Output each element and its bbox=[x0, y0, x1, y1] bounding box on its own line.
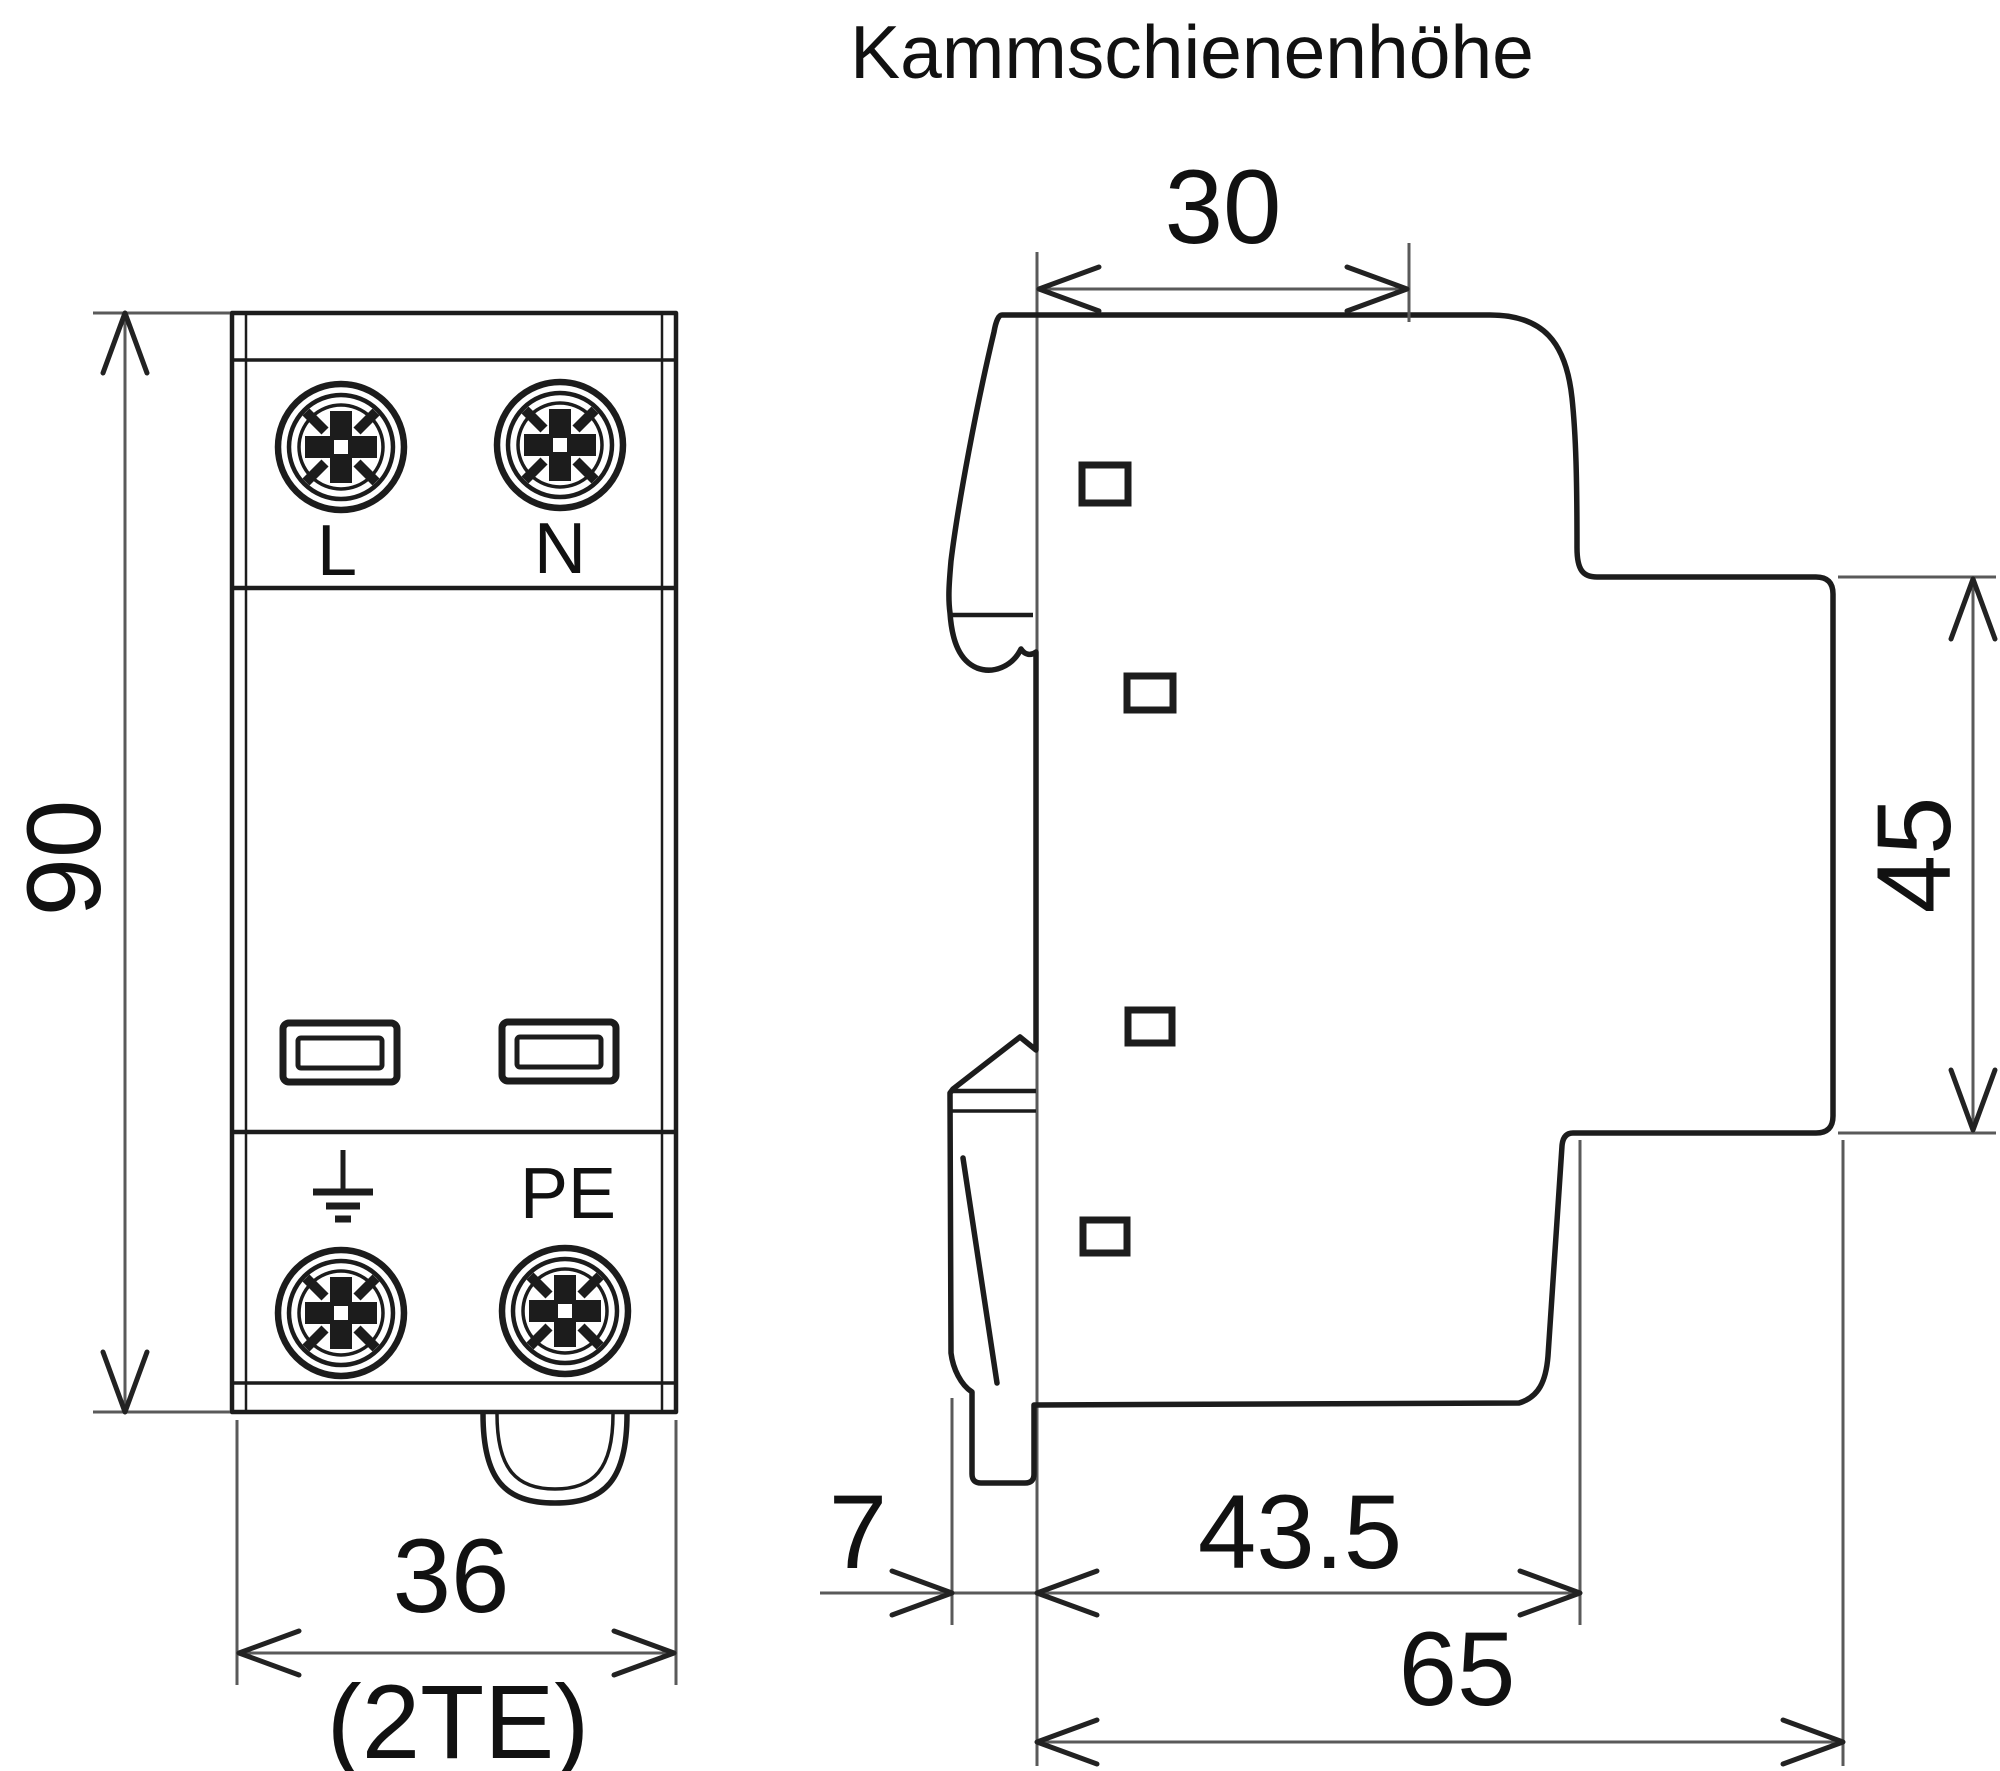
terminal-n-label: N bbox=[534, 509, 586, 589]
front-view: L N PE bbox=[229, 310, 679, 1506]
dimension-30: Kammschienenhöhe 30 bbox=[850, 10, 1534, 322]
front-body-outline bbox=[229, 310, 679, 1415]
side-hole bbox=[1078, 461, 1132, 507]
dim-45-label: 45 bbox=[1856, 797, 1973, 914]
dimension-7-and-43-5: 7 43.5 bbox=[820, 1140, 1583, 1625]
dimension-45: 45 bbox=[1838, 575, 1998, 1135]
earth-ground-icon bbox=[313, 1150, 373, 1223]
dim-43-5-label: 43.5 bbox=[1198, 1474, 1402, 1591]
terminal-l-label: L bbox=[317, 511, 357, 591]
din-clip-spring-edge bbox=[960, 1155, 1000, 1386]
dimensions: 90 36 (2TE) Kammschienenhöhe 30 bbox=[6, 10, 1998, 1771]
front-slot bbox=[283, 1023, 397, 1082]
dimension-65: 65 bbox=[1034, 1140, 1846, 1767]
side-hole bbox=[1079, 1216, 1131, 1257]
dim-90-label: 90 bbox=[6, 800, 123, 917]
front-slot bbox=[502, 1022, 616, 1081]
dim-65-label: 65 bbox=[1399, 1611, 1516, 1728]
dimension-36: 36 (2TE) bbox=[235, 1420, 678, 1771]
kammschienenhoehe-label: Kammschienenhöhe bbox=[850, 10, 1534, 94]
dim-36-label: 36 bbox=[393, 1518, 510, 1635]
dim-7-label: 7 bbox=[829, 1474, 887, 1591]
mounting-hook bbox=[480, 1411, 630, 1506]
side-hole bbox=[1123, 672, 1177, 714]
side-body-outline bbox=[946, 312, 1836, 1486]
dimension-90: 90 bbox=[6, 310, 230, 1415]
side-hole bbox=[1124, 1006, 1176, 1047]
terminal-pe-label: PE bbox=[520, 1154, 616, 1234]
module-width-label: (2TE) bbox=[327, 1664, 590, 1771]
side-view bbox=[946, 252, 1836, 1766]
dim-30-label: 30 bbox=[1165, 149, 1282, 266]
